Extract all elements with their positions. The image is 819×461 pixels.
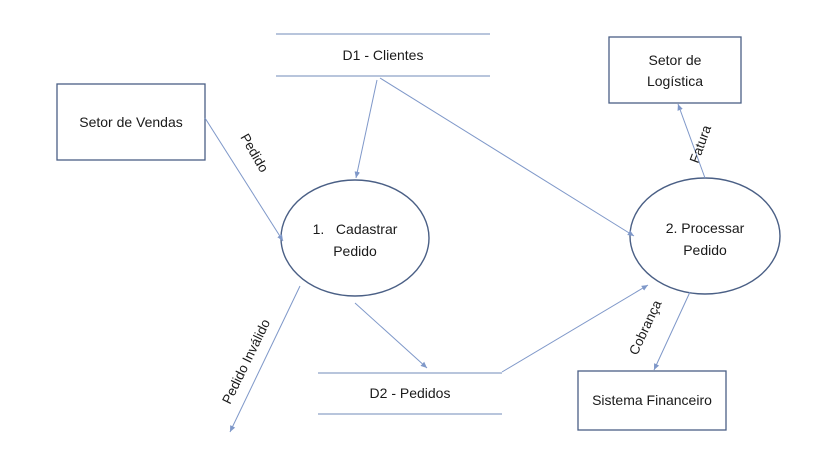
process-label-line-2: Pedido: [333, 243, 377, 259]
entity-setor-logistica[interactable]: Setor de Logística: [608, 36, 742, 104]
process-label-line-1: 2. Processar: [666, 220, 745, 236]
store-label: D1 - Clientes: [343, 47, 424, 63]
flow-label-fatura: Fatura: [687, 123, 715, 165]
flow-clientes-to-processar: [379, 77, 635, 237]
entity-setor-vendas[interactable]: Setor de Vendas: [56, 83, 206, 161]
data-store-pedidos[interactable]: D2 - Pedidos: [318, 372, 502, 415]
entity-label: Sistema Financeiro: [592, 392, 712, 408]
entity-sistema-financeiro[interactable]: Sistema Financeiro: [577, 370, 727, 431]
flow-pedido-invalido: [229, 285, 301, 433]
process-label-line-1: 1. Cadastrar: [313, 221, 398, 237]
data-store-clientes[interactable]: D1 - Clientes: [276, 33, 490, 77]
process-processar-pedido[interactable]: 2. Processar Pedido: [629, 177, 781, 295]
flow-clientes-to-cadastrar: [354, 79, 378, 179]
flow-pedidos-to-processar: [501, 284, 649, 373]
flow-processar-to-financeiro: [653, 291, 691, 371]
entity-box: [608, 36, 742, 104]
entity-label-line-1: Setor de: [649, 52, 702, 68]
entity-box: [577, 370, 727, 431]
entity-box: [56, 83, 206, 161]
process-cadastrar-pedido[interactable]: 1. Cadastrar Pedido: [280, 179, 430, 297]
store-label: D2 - Pedidos: [370, 385, 451, 401]
process-label-line-2: Pedido: [683, 242, 727, 258]
entity-label: Setor de Vendas: [79, 114, 183, 130]
flow-vendas-to-cadastrar: [204, 117, 284, 242]
process-circle: [280, 179, 430, 297]
flow-label-cobranca: Cobrança: [626, 297, 665, 357]
process-circle: [629, 177, 781, 295]
entity-label-line-2: Logística: [647, 73, 703, 89]
flow-cadastrar-to-pedidos: [354, 302, 428, 369]
flow-label-pedido-invalido: Pedido Inválido: [219, 317, 273, 407]
flow-label-pedido: Pedido: [237, 131, 271, 175]
flow-processar-to-logistica: [677, 103, 706, 179]
